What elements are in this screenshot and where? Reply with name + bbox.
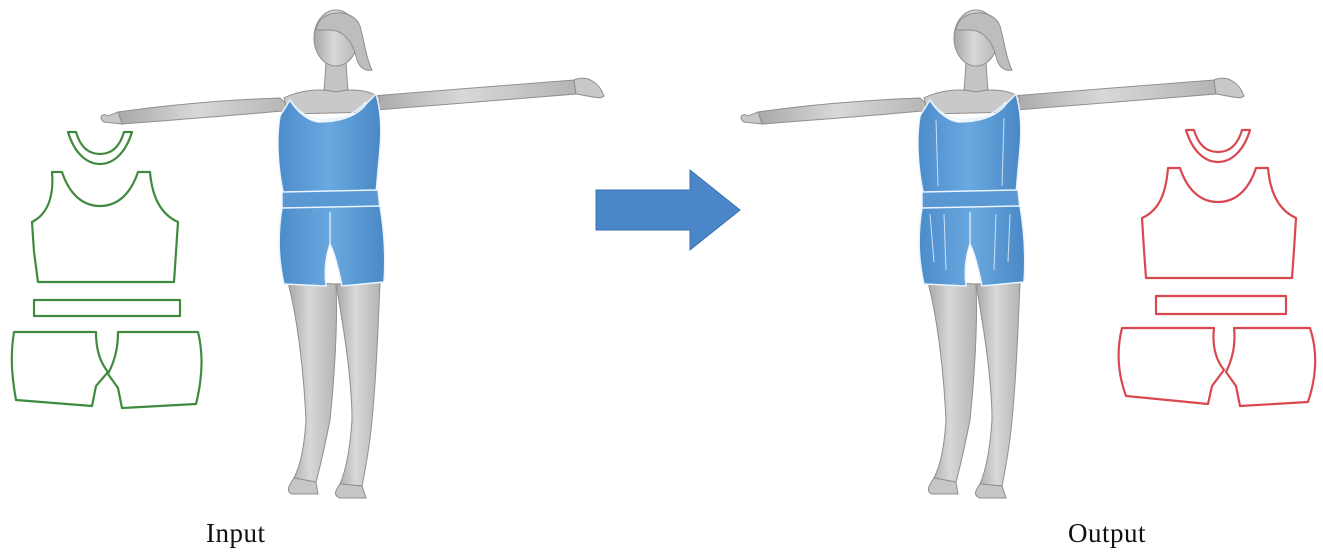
input-neck-binding-piece xyxy=(68,132,132,164)
input-shorts-right-piece xyxy=(108,332,202,408)
output-shorts-right-piece xyxy=(1226,328,1315,406)
output-top-panel-piece xyxy=(1142,168,1296,278)
right-arrow-icon xyxy=(596,170,740,250)
input-sewing-pattern xyxy=(12,132,202,408)
input-top-panel-piece xyxy=(32,172,178,282)
output-caption: Output xyxy=(1068,518,1146,549)
input-waistband-piece xyxy=(34,300,180,316)
input-caption: Input xyxy=(206,518,266,549)
output-shorts-left-piece xyxy=(1119,328,1224,404)
output-neck-binding-piece xyxy=(1186,130,1250,162)
input-shorts-left-piece xyxy=(12,332,108,406)
output-avatar xyxy=(741,10,1244,498)
output-sewing-pattern xyxy=(1119,130,1316,406)
output-waistband-piece xyxy=(1156,296,1286,314)
